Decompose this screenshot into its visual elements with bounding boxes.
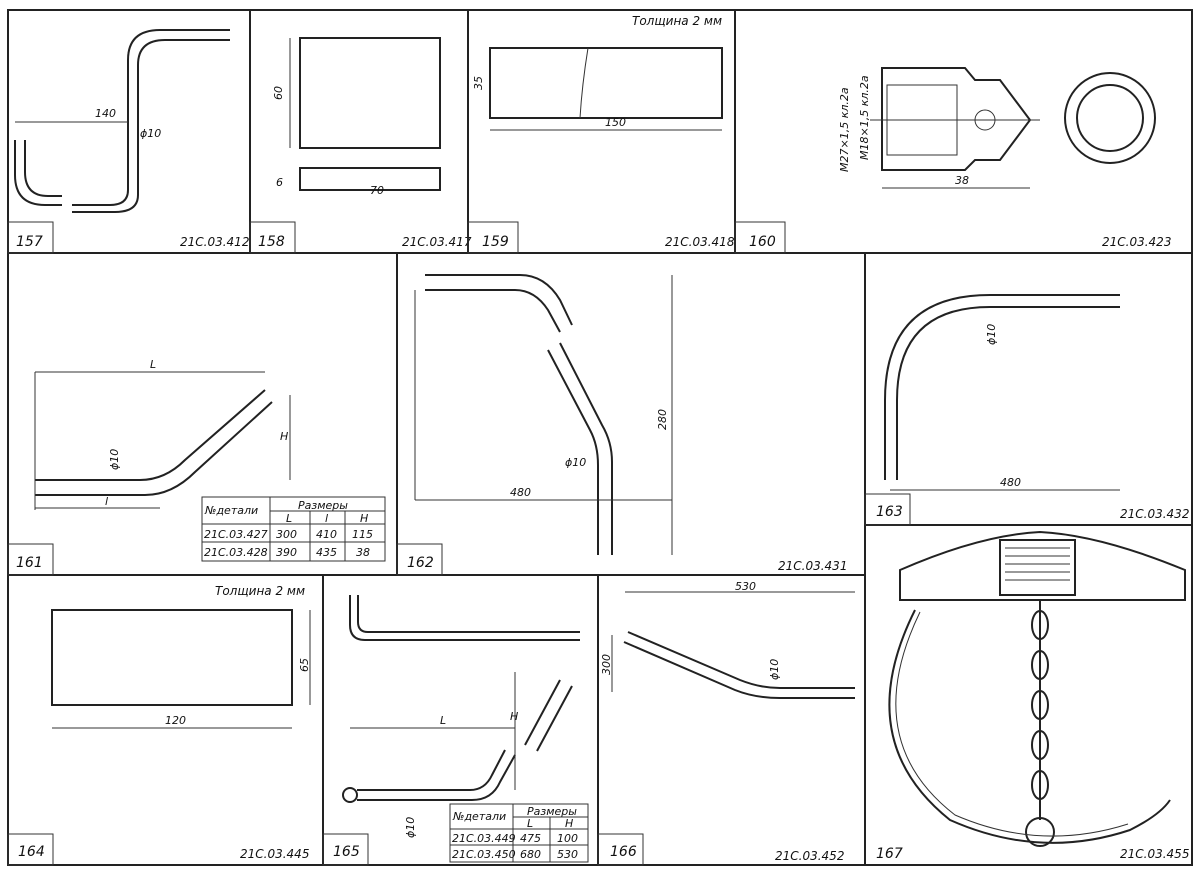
panel-157: 140 ϕ10 157 21C.03.412 — [7, 29, 249, 254]
dim-label: ϕ10 — [768, 659, 781, 680]
panel-number: 166 — [610, 844, 637, 860]
dim-label: ϕ10 — [108, 449, 121, 470]
dim-label: 140 — [95, 107, 116, 120]
dim-label: ϕ10 — [140, 127, 161, 140]
panel-number: 161 — [16, 555, 43, 571]
part-code: 21C.03.412 — [180, 235, 249, 249]
dim-label: 480 — [510, 486, 531, 499]
table-header: L — [527, 817, 533, 830]
table-cell: 475 — [520, 832, 541, 845]
panel-number: 165 — [333, 844, 360, 860]
panel-number: 162 — [407, 555, 434, 571]
table-cell: 115 — [352, 528, 373, 541]
panel-164: Толщина 2 мм 65 120 164 21C.03.445 — [7, 584, 311, 866]
table-header: H — [565, 817, 573, 830]
dim-label: L — [150, 358, 156, 371]
table-header: l — [325, 512, 328, 525]
panel-number: 163 — [876, 504, 903, 520]
dimensions-table: №детали Размеры L H 21C.03.449 475 100 2… — [449, 803, 589, 863]
dim-label: 60 — [272, 86, 285, 100]
dim-label: 38 — [955, 174, 969, 187]
table-cell: 390 — [276, 546, 297, 559]
dim-label: 65 — [298, 658, 311, 672]
dim-label: 530 — [735, 580, 756, 593]
dim-label: 480 — [1000, 476, 1021, 489]
panel-163: 480 ϕ10 163 21C.03.432 — [864, 294, 1189, 526]
table-header: №детали — [452, 810, 506, 823]
dim-label: 35 — [472, 76, 485, 90]
panel-number: 164 — [18, 844, 45, 860]
panel-166: 530 300 ϕ10 166 21C.03.452 — [597, 580, 855, 866]
part-code: 21C.03.431 — [778, 559, 847, 573]
panel-162: 280 480 ϕ10 162 21C.03.431 — [396, 274, 847, 576]
dimensions-table: №детали Размеры L l H 21C.03.427 300 410… — [201, 496, 386, 562]
panel-number: 167 — [876, 846, 903, 862]
table-cell: 100 — [557, 832, 578, 845]
table-cell: 680 — [520, 848, 541, 861]
dim-label: ϕ10 — [985, 324, 998, 345]
dim-label: ϕ10 — [565, 456, 586, 469]
table-cell: 21C.03.428 — [204, 546, 268, 559]
panel-167: 167 21C.03.455 — [876, 530, 1189, 862]
part-code: 21C.03.452 — [775, 849, 844, 863]
table-header: L — [286, 512, 292, 525]
panel-number: 159 — [482, 234, 509, 250]
panel-159: Толщина 2 мм 35 150 159 21C.03.418 — [467, 14, 735, 254]
panel-158: 60 6 70 158 21C.03.417 — [249, 37, 472, 254]
panel-number: 160 — [749, 234, 776, 250]
panel-165: L H ϕ10 №детали Размеры L H 21C.03.449 4… — [322, 595, 589, 866]
table-header: №детали — [204, 504, 258, 517]
table-cell: 530 — [557, 848, 578, 861]
panel-161: L l H ϕ10 №детали Размеры L l H 21C.03.4… — [7, 358, 386, 576]
dim-label: H — [510, 710, 518, 723]
dim-label: l — [105, 495, 108, 508]
dim-label: M18×1,5 кл.2а — [858, 75, 871, 160]
part-code: 21C.03.445 — [240, 847, 309, 861]
table-header: Размеры — [527, 805, 577, 818]
table-header: H — [360, 512, 368, 525]
sheet-grid — [7, 9, 1193, 866]
dim-label: L — [440, 714, 446, 727]
table-cell: 435 — [316, 546, 337, 559]
panel-160: M27×1,5 кл.2а M18×1,5 кл.2а 38 160 21C.0… — [734, 67, 1171, 254]
dim-label: ϕ10 — [404, 817, 417, 838]
part-code: 21C.03.455 — [1120, 847, 1189, 861]
dim-label: M27×1,5 кл.2а — [838, 87, 851, 172]
dim-label: 6 — [276, 176, 283, 189]
part-code: 21C.03.418 — [665, 235, 735, 249]
table-cell: 300 — [276, 528, 297, 541]
dim-label: H — [280, 430, 288, 443]
table-cell: 21C.03.449 — [452, 832, 516, 845]
table-cell: 38 — [356, 546, 370, 559]
panel-note: Толщина 2 мм — [215, 584, 305, 598]
panel-note: Толщина 2 мм — [632, 14, 722, 28]
dim-label: 70 — [370, 184, 384, 197]
table-header: Размеры — [298, 499, 348, 512]
dim-label: 120 — [165, 714, 186, 727]
panel-number: 158 — [258, 234, 285, 250]
part-code: 21C.03.417 — [402, 235, 472, 249]
panel-number: 157 — [16, 234, 43, 250]
dim-label: 150 — [605, 116, 626, 129]
table-cell: 410 — [316, 528, 337, 541]
part-code: 21C.03.423 — [1102, 235, 1171, 249]
dim-label: 280 — [656, 409, 669, 430]
table-cell: 21C.03.427 — [204, 528, 268, 541]
part-code: 21C.03.432 — [1120, 507, 1189, 521]
table-cell: 21C.03.450 — [452, 848, 516, 861]
dim-label: 300 — [600, 654, 613, 675]
